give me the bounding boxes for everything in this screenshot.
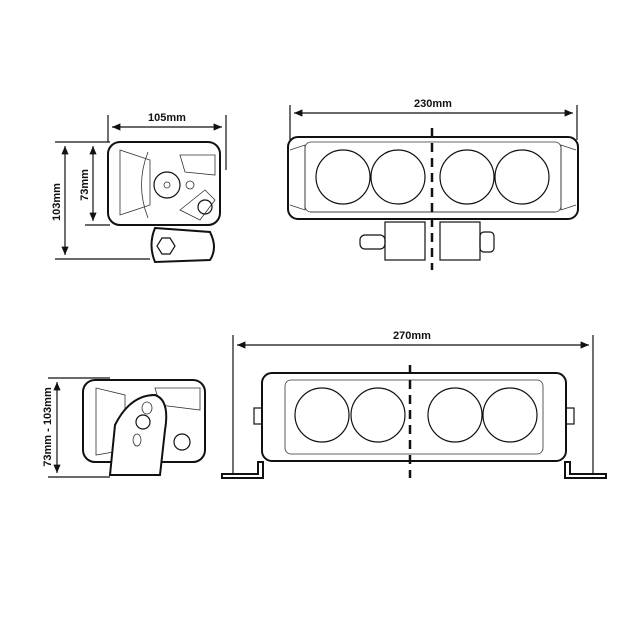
top-side-view: 105mm 103mm 73mm (51, 112, 227, 264)
label-73mm: 73mm (79, 169, 91, 201)
label-73mm-103mm: 73mm - 103mm (42, 387, 54, 467)
label-105mm: 105mm (148, 112, 186, 124)
top-front-view: 230mm (287, 98, 579, 270)
label-270mm: 270mm (393, 330, 431, 342)
bottom-side-view: 73mm - 103mm (42, 377, 206, 478)
label-103mm: 103mm (51, 183, 63, 221)
label-230mm: 230mm (414, 98, 452, 110)
bottom-front-view: 270mm (221, 330, 607, 479)
